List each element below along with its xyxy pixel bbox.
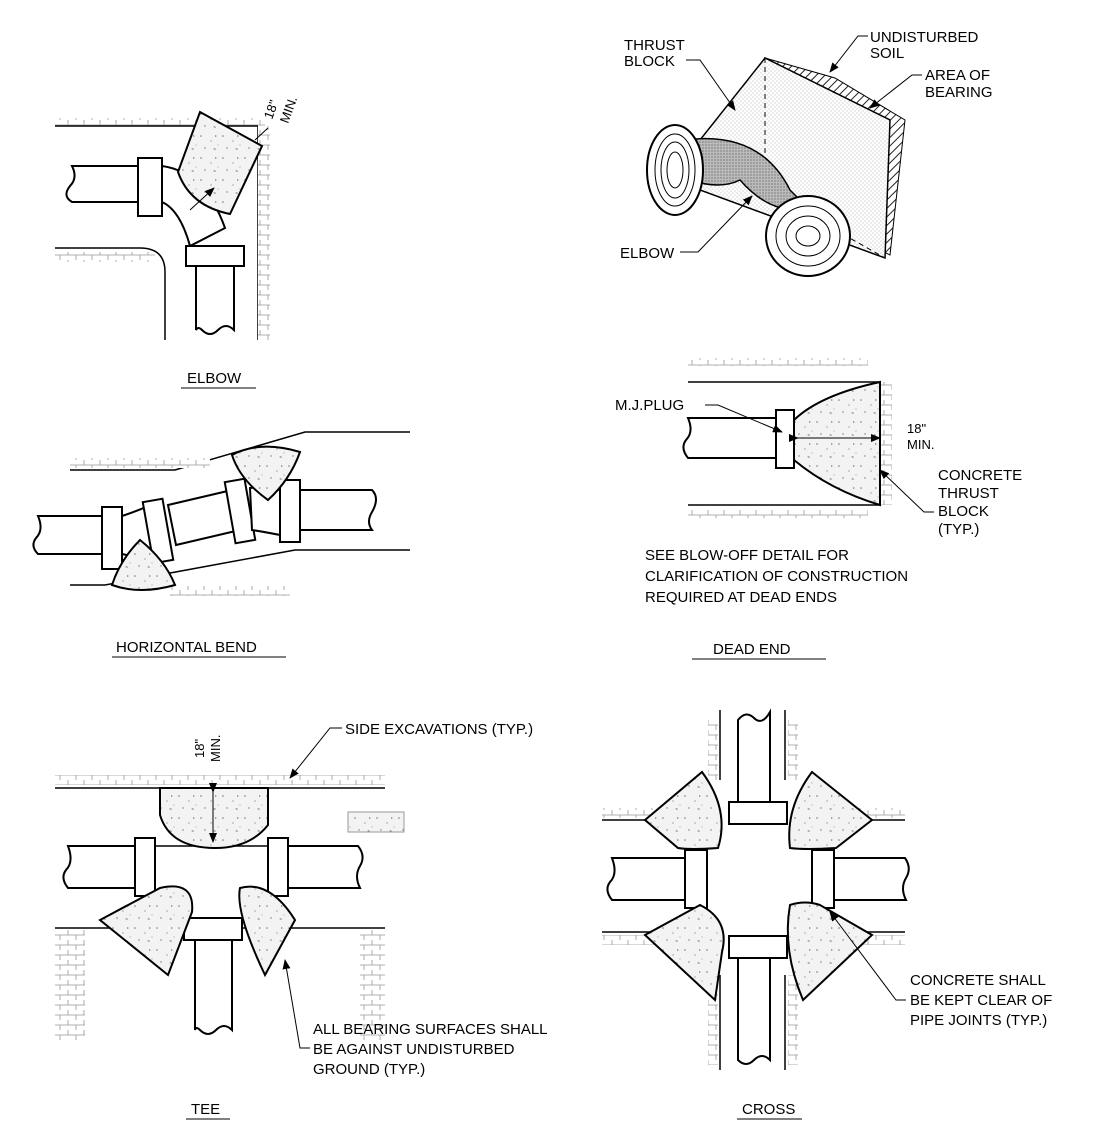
dead-end-detail: M.J.PLUG 18" MIN. CONCRETE THRUST BLOCK …: [615, 358, 1022, 660]
dimension-label: 18": [192, 739, 207, 758]
concrete-label: BLOCK: [938, 503, 989, 520]
horizontal-bend-detail: HORIZONTAL BEND: [32, 431, 410, 658]
concrete-label: THRUST: [938, 485, 999, 502]
pipe: [65, 165, 139, 203]
pipe: [299, 489, 377, 531]
soil-band: [708, 975, 718, 1065]
pipe: [737, 708, 771, 803]
thrust-block: [786, 901, 874, 1002]
bearing-note: ALL BEARING SURFACES SHALL: [313, 1021, 548, 1038]
clear-note: CONCRETE SHALL: [910, 972, 1046, 989]
dead-end-note: CLARIFICATION OF CONSTRUCTION: [645, 568, 908, 585]
bearing-note: GROUND (TYP.): [313, 1061, 425, 1078]
thrust-block: [238, 885, 297, 978]
detail-title: DEAD END: [713, 641, 791, 658]
dimension-label: 18": [261, 98, 282, 121]
soil-band: [55, 118, 265, 126]
pipe-joint: [223, 477, 257, 545]
thrust-block: [643, 903, 725, 1003]
soil-band: [55, 252, 155, 262]
pipe-joint: [811, 849, 835, 909]
thrust-block-label: THRUST: [624, 37, 685, 54]
detail-title: CROSS: [742, 1101, 795, 1118]
isometric-detail: THRUST BLOCK UNDISTURBED SOIL AREA OF BE…: [620, 29, 993, 277]
undisturbed-soil-label: SOIL: [870, 45, 904, 62]
thrust-block: [230, 445, 302, 502]
soil-band: [880, 382, 892, 505]
thrust-block: [110, 538, 177, 591]
pipe-joint: [141, 497, 175, 565]
side-excavation: [347, 811, 405, 833]
soil-band: [840, 935, 905, 945]
pipe-joint: [183, 917, 243, 941]
soil-band: [602, 935, 662, 945]
soil-band: [258, 126, 270, 340]
pipe: [606, 857, 686, 901]
soil-band: [55, 775, 385, 785]
pipe-joint: [279, 479, 301, 543]
clear-note: BE KEPT CLEAR OF: [910, 992, 1052, 1009]
pipe: [32, 515, 103, 555]
soil-band: [360, 930, 385, 1040]
thrust-block: [98, 885, 194, 977]
soil-band: [688, 358, 868, 366]
pipe-joint: [101, 506, 123, 570]
undisturbed-soil-label: UNDISTURBED: [870, 29, 979, 46]
pipe-bell: [646, 124, 704, 216]
dead-end-note: REQUIRED AT DEAD ENDS: [645, 589, 837, 606]
cross-detail: CONCRETE SHALL BE KEPT CLEAR OF PIPE JOI…: [602, 708, 1052, 1120]
pipe-joint: [134, 837, 156, 897]
elbow-label: ELBOW: [620, 245, 675, 262]
soil-band: [688, 510, 868, 518]
dimension-label: MIN.: [907, 437, 934, 452]
pipe: [287, 845, 364, 889]
soil-band: [55, 930, 85, 1040]
soil-band: [788, 975, 798, 1065]
pipe: [737, 957, 771, 1065]
thrust-block-label: BLOCK: [624, 53, 675, 70]
soil-band: [840, 808, 905, 818]
soil-band: [170, 586, 290, 596]
mj-plug: [775, 409, 795, 469]
soil-band: [70, 458, 210, 468]
thrust-block: [159, 787, 269, 850]
bearing-note: BE AGAINST UNDISTURBED: [313, 1041, 515, 1058]
thrust-block: [793, 380, 881, 507]
pipe-bell: [765, 195, 851, 277]
dead-end-note: SEE BLOW-OFF DETAIL FOR: [645, 547, 849, 564]
plug-label: M.J.PLUG: [615, 397, 684, 414]
pipe: [195, 265, 235, 335]
thrust-block: [176, 110, 264, 216]
concrete-label: (TYP.): [938, 521, 979, 538]
tee-detail: 18" MIN. SIDE EXCAVATIONS (TYP.) ALL BEA…: [55, 721, 548, 1120]
pipe: [194, 939, 233, 1035]
area-of-bearing-label: BEARING: [925, 84, 993, 101]
soil-band: [602, 808, 662, 818]
elbow-detail: 18" MIN. ELBOW: [55, 94, 300, 389]
pipe-joint: [185, 245, 245, 267]
dimension-label: 18": [907, 421, 926, 436]
side-excavations-label: SIDE EXCAVATIONS (TYP.): [345, 721, 533, 738]
pipe-joint: [267, 837, 289, 897]
dimension-label: MIN.: [277, 94, 300, 125]
pipe-joint: [137, 157, 163, 217]
thrust-block: [643, 770, 723, 850]
pipe-joint: [684, 849, 708, 909]
pipe-joint: [728, 935, 788, 959]
area-of-bearing-label: AREA OF: [925, 67, 990, 84]
detail-title: HORIZONTAL BEND: [116, 639, 257, 656]
detail-title: TEE: [191, 1101, 220, 1118]
thrust-block: [788, 770, 874, 850]
pipe: [682, 417, 779, 459]
soil-band: [788, 720, 798, 780]
pipe: [833, 857, 910, 901]
clear-note: PIPE JOINTS (TYP.): [910, 1012, 1047, 1029]
soil-band: [708, 720, 718, 780]
dimension-label: MIN.: [208, 735, 223, 762]
concrete-label: CONCRETE: [938, 467, 1022, 484]
pipe: [62, 845, 136, 889]
pipe-joint: [728, 801, 788, 825]
detail-title: ELBOW: [187, 370, 242, 387]
